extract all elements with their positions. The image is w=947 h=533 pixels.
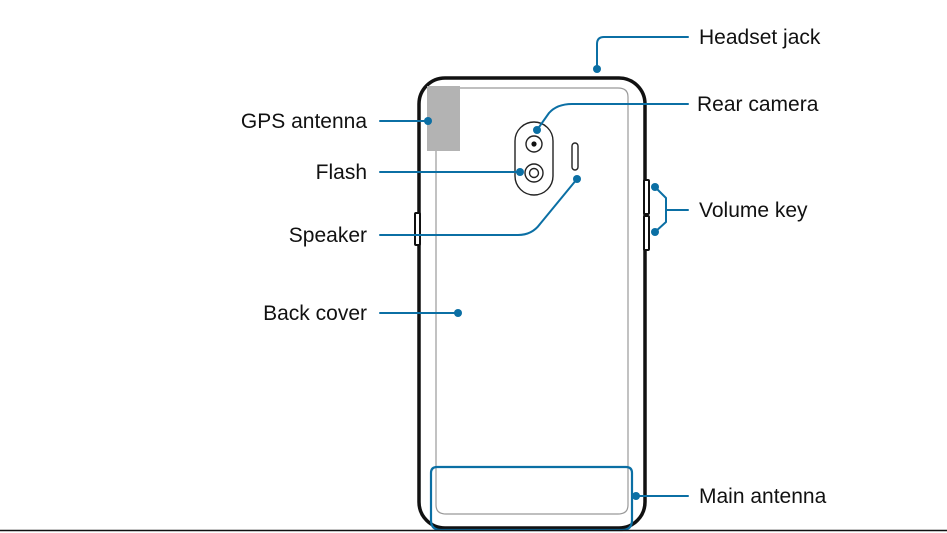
headset-jack-callout: [596, 36, 689, 70]
headset-jack-label: Headset jack: [699, 26, 821, 49]
main-antenna-label: Main antenna: [699, 485, 827, 508]
camera-module: [514, 121, 554, 196]
phone-outline: [417, 76, 647, 530]
gps-antenna-area: [427, 86, 460, 151]
volume-down-key: [643, 215, 650, 251]
rear-camera-label: Rear camera: [697, 93, 819, 116]
flash-inner: [528, 167, 540, 179]
volume-key-callout: [654, 186, 689, 233]
volume-key-dot-top: [651, 183, 659, 191]
speaker-label: Speaker: [289, 224, 367, 247]
left-side-key: [414, 212, 421, 246]
gps-antenna-label: GPS antenna: [241, 110, 367, 133]
flash-dot: [516, 168, 524, 176]
flash-label: Flash: [316, 161, 367, 184]
gps-antenna-dot: [424, 117, 432, 125]
volume-key-dot-bottom: [651, 228, 659, 236]
headset-jack-dot: [593, 65, 601, 73]
speaker-dot: [573, 175, 581, 183]
camera-module-housing: [514, 121, 554, 196]
callouts: [379, 36, 689, 500]
volume-key-label: Volume key: [699, 199, 808, 222]
rear-camera-lens-center: [531, 141, 537, 147]
rear-camera-callout: [536, 103, 689, 131]
back-cover-dot: [454, 309, 462, 317]
volume-up-key: [643, 179, 650, 215]
rear-camera-dot: [533, 126, 541, 134]
main-antenna-dot: [632, 492, 640, 500]
back-cover-label: Back cover: [263, 302, 367, 325]
speaker-callout: [379, 178, 578, 236]
speaker-slot: [571, 142, 579, 171]
